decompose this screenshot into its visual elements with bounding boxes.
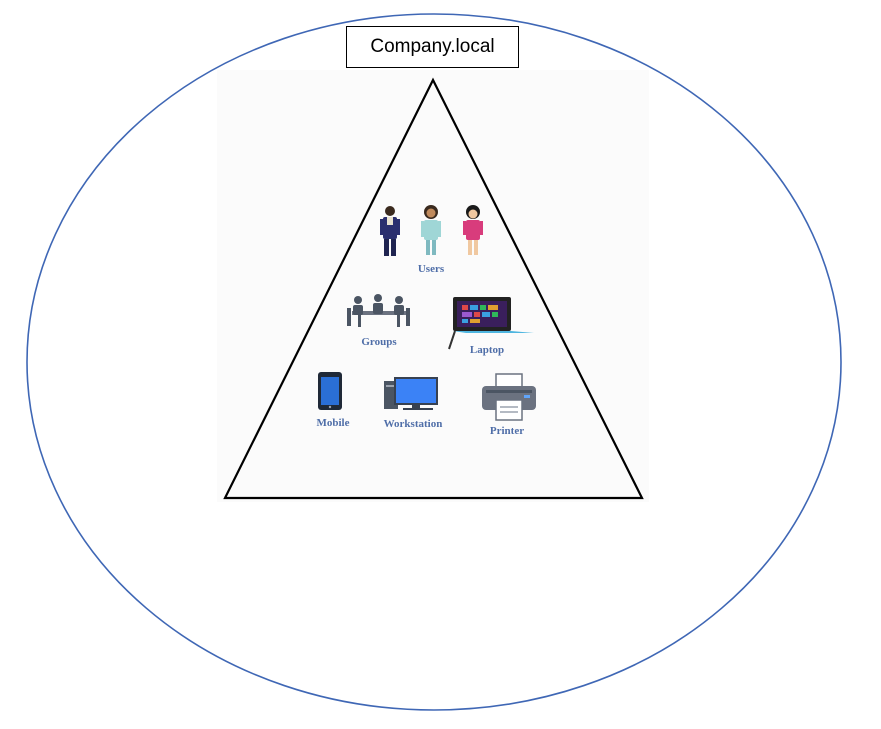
mobile-label: Mobile bbox=[316, 417, 350, 429]
objects-panel bbox=[217, 70, 649, 502]
forest-triangle bbox=[223, 77, 644, 500]
workstation-label: Workstation bbox=[383, 418, 443, 430]
printer-label: Printer bbox=[489, 425, 525, 437]
groups-icon bbox=[347, 294, 410, 327]
printer-icon bbox=[482, 373, 536, 421]
users-icon bbox=[380, 205, 483, 256]
domain-label: Company.local bbox=[346, 26, 519, 68]
laptop-label: Laptop bbox=[469, 344, 505, 356]
groups-label: Groups bbox=[361, 336, 397, 348]
laptop-icon bbox=[448, 297, 534, 350]
users-label: Users bbox=[417, 263, 445, 275]
domain-ellipse bbox=[26, 13, 842, 711]
workstation-icon bbox=[384, 377, 438, 410]
mobile-icon bbox=[318, 372, 342, 410]
